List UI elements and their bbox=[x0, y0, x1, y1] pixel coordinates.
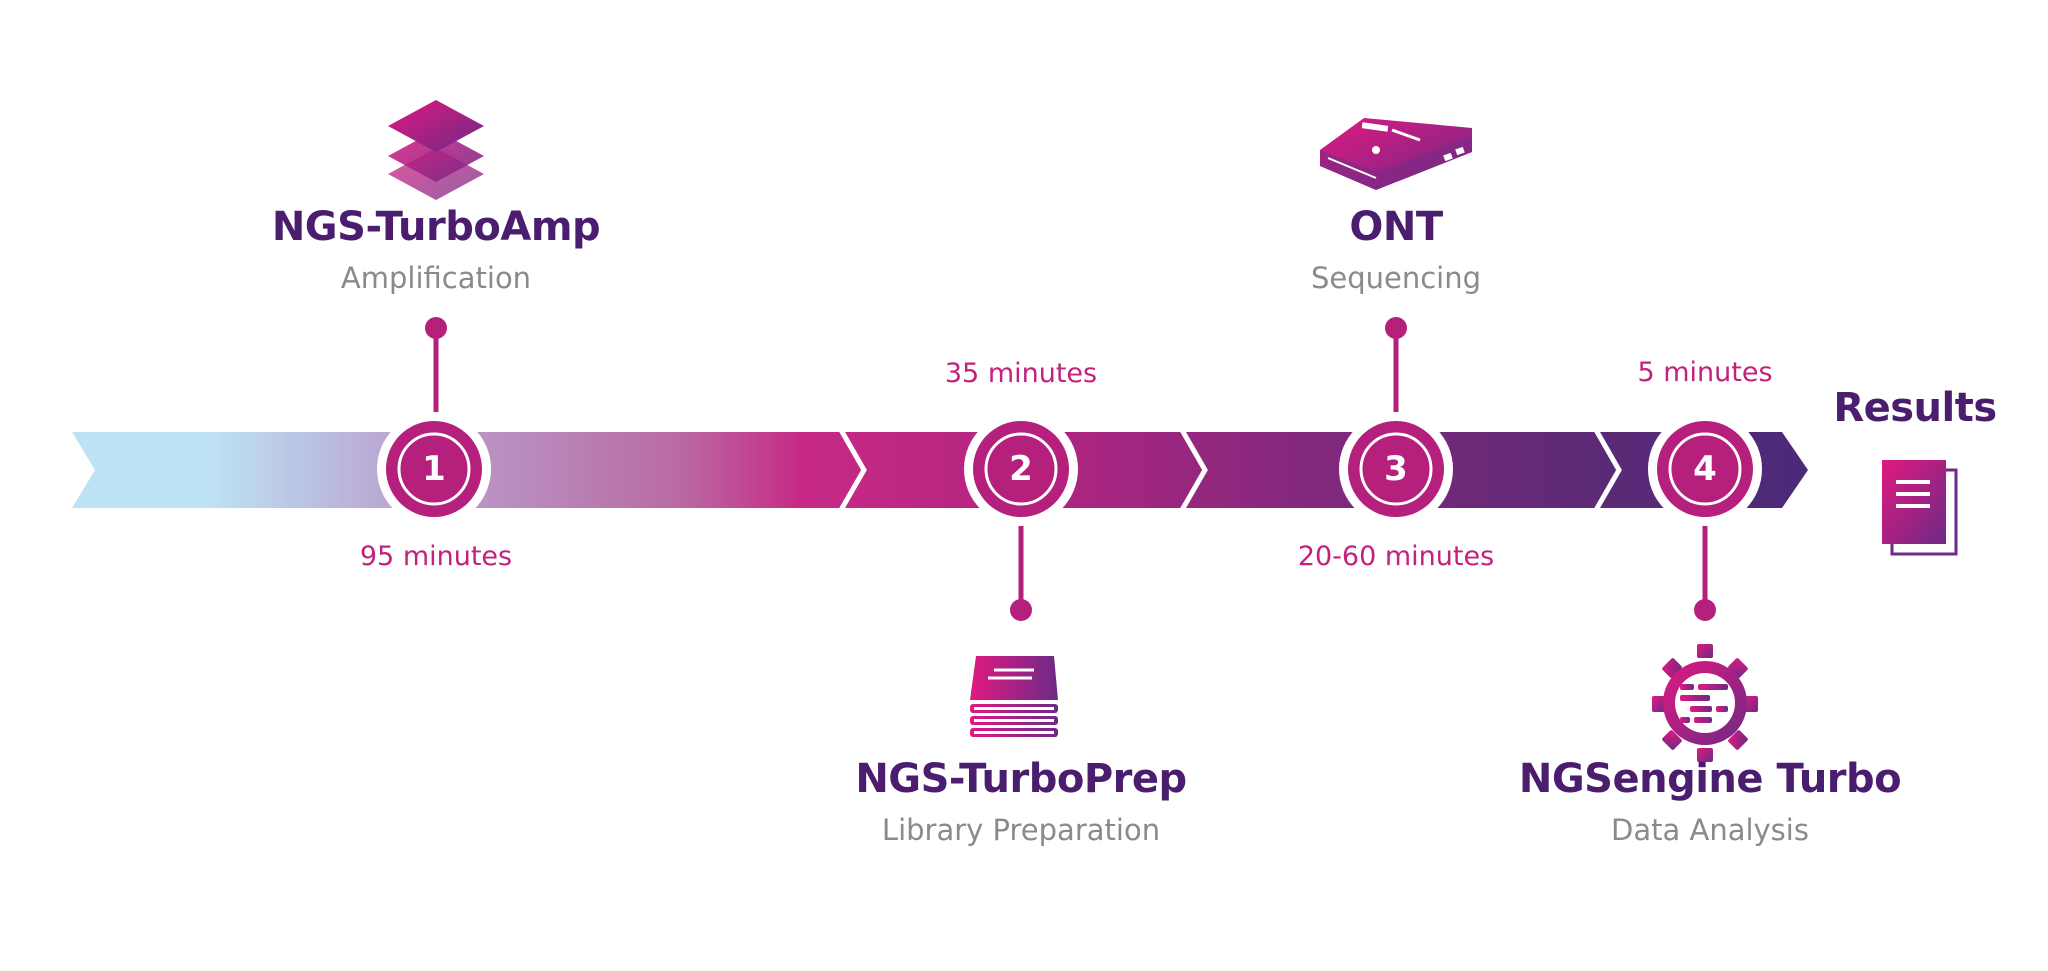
gear-analysis-icon bbox=[1652, 644, 1758, 762]
layers-icon bbox=[388, 100, 484, 200]
stem-dot-3 bbox=[1385, 317, 1407, 339]
step-number-2: 2 bbox=[1009, 449, 1033, 489]
step-number-4: 4 bbox=[1693, 449, 1717, 489]
step-2-duration: 35 minutes bbox=[944, 358, 1098, 389]
step-node-3 bbox=[1339, 412, 1453, 526]
step-node-4 bbox=[1648, 412, 1762, 526]
results-label: Results bbox=[1833, 385, 1997, 431]
step-3-duration: 20-60 minutes bbox=[1297, 541, 1495, 572]
chevron-2 bbox=[1179, 428, 1208, 512]
step-number-1: 1 bbox=[422, 449, 446, 489]
step-number-3: 3 bbox=[1384, 449, 1408, 489]
sequencer-device-icon bbox=[1320, 118, 1472, 190]
step-3-title: ONT bbox=[1349, 204, 1443, 250]
chevron-3 bbox=[1593, 428, 1622, 512]
book-stack-icon bbox=[970, 656, 1058, 737]
step-1-duration: 95 minutes bbox=[359, 541, 513, 572]
step-node-1 bbox=[377, 412, 491, 526]
step-4-title: NGSengine Turbo bbox=[1518, 756, 1902, 802]
stem-dot-4 bbox=[1694, 599, 1716, 621]
stem-dot-2 bbox=[1010, 599, 1032, 621]
timeline-chevrons bbox=[838, 428, 1622, 512]
step-4-duration: 5 minutes bbox=[1637, 357, 1773, 388]
step-2-title: NGS-TurboPrep bbox=[855, 756, 1187, 802]
stem-dot-1 bbox=[425, 317, 447, 339]
step-3-subtitle: Sequencing bbox=[1310, 261, 1482, 295]
step-1-subtitle: Amplification bbox=[340, 261, 532, 295]
chevron-1 bbox=[838, 428, 867, 512]
step-1-title: NGS-TurboAmp bbox=[271, 204, 601, 250]
step-node-2 bbox=[964, 412, 1078, 526]
document-icon bbox=[1882, 460, 1958, 556]
timeline-arrow bbox=[72, 432, 1808, 508]
step-2-subtitle: Library Preparation bbox=[881, 813, 1161, 847]
step-4-subtitle: Data Analysis bbox=[1611, 813, 1809, 847]
